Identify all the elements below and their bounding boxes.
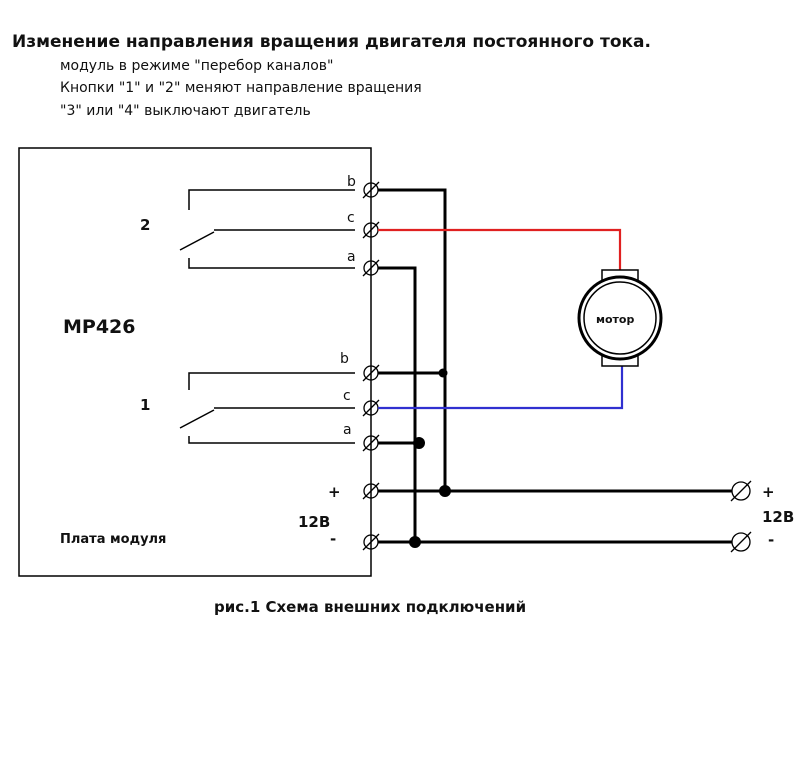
label-a2: a: [347, 249, 356, 265]
module-board: [18, 147, 372, 577]
supply-plus-label: +: [762, 483, 775, 501]
subtitle-mode: модуль в режиме "перебор каналов": [60, 58, 334, 74]
supply-terminal-plus[interactable]: [730, 480, 752, 502]
board-plus-label: +: [328, 483, 341, 501]
subtitle-off: "3" или "4" выключают двигатель: [60, 103, 311, 119]
page-title: Изменение направления вращения двигателя…: [12, 32, 651, 52]
label-c1: c: [343, 388, 351, 404]
button-1-label: 1: [140, 396, 150, 414]
supply-minus-label: -: [768, 531, 774, 549]
wire-junctions: [409, 368, 451, 548]
dc-motor: [577, 269, 663, 367]
relay-1-contacts: [179, 372, 355, 444]
red-motor-wire: [378, 228, 622, 270]
relay-2-contacts: [179, 189, 355, 269]
board-minus-label: -: [330, 530, 336, 548]
subtitle-buttons: Кнопки "1" и "2" меняют направление вращ…: [60, 80, 422, 96]
supply-voltage-label: 12В: [762, 508, 794, 526]
motor-label: мотор: [596, 313, 634, 326]
board-caption: Плата модуля: [60, 532, 166, 547]
power-wiring: [378, 188, 732, 544]
supply-terminals: [730, 480, 752, 553]
label-b1: b: [340, 351, 349, 367]
supply-terminal-minus[interactable]: [730, 531, 752, 553]
button-2-label: 2: [140, 216, 150, 234]
label-a1: a: [343, 422, 352, 438]
blue-motor-wire: [378, 366, 624, 410]
module-name: MP426: [63, 316, 136, 338]
figure-caption: рис.1 Схема внешних подключений: [214, 598, 527, 616]
board-voltage-label: 12В: [298, 513, 330, 531]
label-c2: c: [347, 210, 355, 226]
label-b2: b: [347, 174, 356, 190]
